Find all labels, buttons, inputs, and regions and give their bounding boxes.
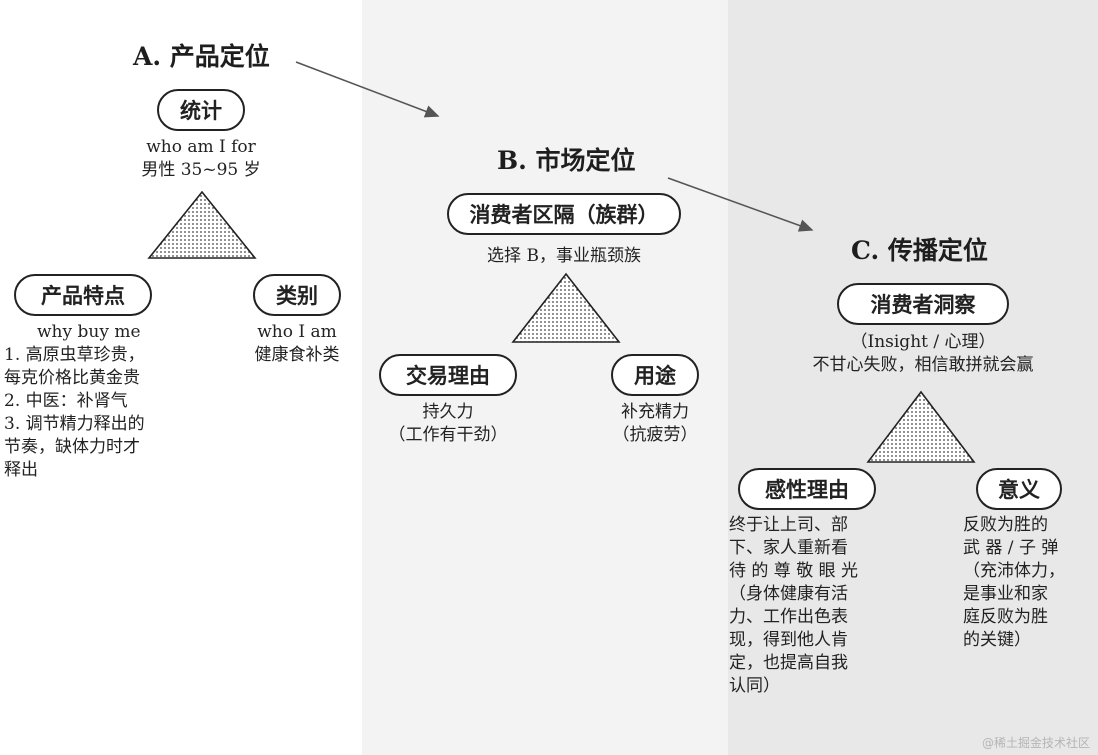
node-usage: 用途 [611, 354, 699, 396]
triangle-b [511, 272, 621, 343]
meaning-text: 反败为胜的 武 器 / 子 弹 （充沛体力， 是事业和家 庭反败为胜 的关键） [963, 515, 1065, 650]
section-a-title: A. 产品定位 [133, 42, 270, 71]
consumer-insight-text: （Insight / 心理） 不甘心失败，相信敢拼就会赢 [812, 332, 1034, 375]
watermark: @稀土掘金技术社区 [981, 736, 1090, 750]
node-product-features: 产品特点 [14, 274, 152, 316]
consumer-segment-text: 选择 B，事业瓶颈族 [487, 246, 641, 266]
statistics-text: who am I for 男性 35~95 岁 [141, 137, 261, 180]
node-emotional-reason: 感性理由 [738, 468, 876, 510]
transaction-reason-text: 持久力 （工作有干劲） [388, 402, 508, 445]
category-text: who I am 健康食补类 [254, 322, 340, 365]
arrow-a-to-b [295, 61, 440, 118]
emotional-reason-text: 终于让上司、部 下、家人重新看 待 的 尊 敬 眼 光 （身体健康有活 力、工作… [729, 515, 859, 696]
triangle-c [866, 390, 976, 463]
node-consumer-segment: 消费者区隔（族群） [447, 193, 681, 235]
section-c-title: C. 传播定位 [851, 236, 988, 265]
usage-text: 补充精力 （抗疲劳） [612, 402, 698, 445]
node-meaning: 意义 [976, 468, 1062, 510]
node-statistics: 统计 [157, 89, 245, 131]
triangle-a [147, 190, 257, 259]
node-consumer-insight: 消费者洞察 [837, 283, 1009, 325]
section-b-title: B. 市场定位 [497, 146, 636, 175]
arrow-b-to-c [667, 177, 814, 232]
panel-communication-positioning [728, 0, 1098, 755]
node-transaction-reason: 交易理由 [379, 354, 517, 396]
product-features-text: why buy me 1. 高原虫草珍贵， 每克价格比黄金贵 2. 中医：补肾气… [4, 322, 145, 480]
node-category: 类别 [253, 274, 341, 316]
